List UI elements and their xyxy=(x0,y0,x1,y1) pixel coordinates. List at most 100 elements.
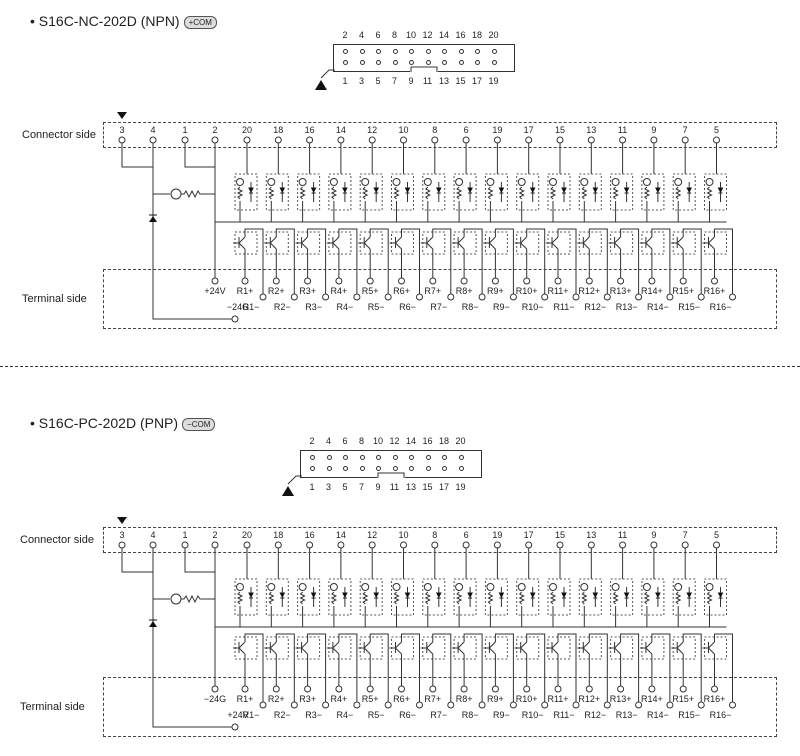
pnp-header-pin-hole xyxy=(326,455,332,460)
pnp-connector-pin-label: 9 xyxy=(651,530,657,540)
pnp-connector-pin-label: 14 xyxy=(335,530,346,540)
pnp-header-pin-hole xyxy=(343,466,348,471)
npn-terminal-plus-label: R1+ xyxy=(236,286,254,296)
npn-header-top-pin-num: 18 xyxy=(471,30,482,40)
pnp-header-top-pin-num: 2 xyxy=(309,436,315,446)
pnp-connector-pin-label: 17 xyxy=(523,530,534,540)
npn-header-pin-hole xyxy=(392,60,398,65)
pnp-header-pin-hole xyxy=(442,455,447,460)
pnp-header-pin-hole xyxy=(409,455,414,460)
npn-terminal-plus-label: R11+ xyxy=(547,286,569,296)
npn-terminal-minus-label: R16− xyxy=(709,302,732,312)
npn-wiring-svg xyxy=(117,65,736,323)
pnp-connector-pin-label: 7 xyxy=(682,530,688,540)
pnp-pin1-marker xyxy=(282,486,294,496)
npn-header-top-pin-num: 20 xyxy=(488,30,499,40)
pnp-connector-pin-label: 20 xyxy=(241,530,253,540)
pnp-terminal-side-box xyxy=(103,677,777,737)
npn-header-pin-hole xyxy=(458,60,464,65)
npn-header-pin-hole xyxy=(343,49,348,54)
npn-header-pin-hole xyxy=(491,60,497,65)
pnp-terminal-com-bottom-label: +24V xyxy=(227,710,249,720)
pnp-terminal-plus-label: R13+ xyxy=(609,694,632,704)
npn-terminal-minus-label: R8− xyxy=(461,302,479,312)
npn-terminal-plus-label: R10+ xyxy=(515,286,538,296)
pnp-connector-pin-label: 8 xyxy=(432,530,438,540)
npn-connector-pin-label: 13 xyxy=(586,125,597,135)
pnp-header-bottom-pin-num: 11 xyxy=(389,482,400,492)
pnp-header-bottom-pin-num: 17 xyxy=(438,482,449,492)
npn-header-pin-hole xyxy=(376,49,381,54)
npn-terminal-minus-label: R12− xyxy=(584,302,607,312)
pnp-terminal-com-top-label: −24G xyxy=(203,694,227,704)
pnp-terminal-plus-label: R8+ xyxy=(455,694,473,704)
npn-terminal-minus-label: R5− xyxy=(367,302,385,312)
npn-header-pin-hole xyxy=(491,49,497,54)
pnp-header-pin-hole xyxy=(442,466,447,471)
npn-header-bottom-pin-num: 1 xyxy=(342,76,348,86)
npn-connector-pin-label: 16 xyxy=(304,125,315,135)
npn-connector-pin-label: 7 xyxy=(682,125,688,135)
pnp-terminal-plus-label: R12+ xyxy=(578,694,601,704)
pnp-terminal-minus-label: R10− xyxy=(521,710,544,720)
npn-header-pin-hole xyxy=(475,60,480,65)
npn-header-bottom-pin-num: 3 xyxy=(358,76,364,86)
npn-terminal-minus-label: R11− xyxy=(553,302,575,312)
pnp-header-top-pin-num: 14 xyxy=(405,436,416,446)
npn-header-bottom-pin-num: 13 xyxy=(438,76,449,86)
npn-connector-pin-label: 10 xyxy=(398,125,409,135)
npn-header-top-pin-num: 12 xyxy=(422,30,433,40)
npn-header-pin-hole xyxy=(409,49,414,54)
npn-connector-pin-label: 1 xyxy=(182,125,188,135)
npn-title: • S16C-NC-202D (NPN)+COM xyxy=(30,13,217,29)
pnp-header-pin-hole xyxy=(425,466,431,471)
npn-header-bottom-pin-num: 7 xyxy=(391,76,397,86)
npn-header-pin-hole xyxy=(425,60,431,65)
npn-header-pin-hole xyxy=(442,49,447,54)
pnp-connector-pin-label: 5 xyxy=(713,530,720,540)
npn-terminal-plus-label: R4+ xyxy=(330,286,348,296)
npn-terminal-minus-label: R14− xyxy=(647,302,669,312)
npn-terminal-minus-label: R4− xyxy=(336,302,354,312)
pnp-terminal-minus-label: R1− xyxy=(242,710,260,720)
pnp-connector-pin-label: 6 xyxy=(463,530,469,540)
pnp-header-top-pin-num: 20 xyxy=(455,436,466,446)
pnp-connector-pin-label: 4 xyxy=(150,530,156,540)
npn-terminal-minus-label: R6− xyxy=(399,302,416,312)
pnp-header-pin-hole xyxy=(425,455,431,460)
npn-header-bottom-pin-num: 11 xyxy=(422,76,433,86)
pnp-terminal-plus-label: R3+ xyxy=(299,694,316,704)
pnp-connector-side-label: Connector side xyxy=(20,534,94,546)
pnp-terminal-minus-label: R3− xyxy=(305,710,322,720)
npn-header-pin-hole xyxy=(458,49,464,54)
pnp-connector-pin-label: 19 xyxy=(492,530,503,540)
npn-terminal-minus-label: R7− xyxy=(430,302,448,312)
pnp-connector-pin-label: 12 xyxy=(367,530,378,540)
npn-connector-pin-label: 3 xyxy=(119,125,125,135)
pnp-terminal-plus-label: R5+ xyxy=(361,694,379,704)
npn-header-pin-hole xyxy=(392,49,398,54)
npn-terminal-side-label: Terminal side xyxy=(22,293,87,305)
npn-terminal-plus-label: R6+ xyxy=(393,286,410,296)
npn-connector-pin-label: 5 xyxy=(713,125,720,135)
npn-header-pin-hole xyxy=(343,60,348,65)
npn-header-pin-hole xyxy=(359,49,365,54)
pnp-terminal-minus-label: R7− xyxy=(430,710,448,720)
pnp-header-pin-hole xyxy=(409,466,414,471)
pnp-terminal-plus-label: R11+ xyxy=(547,694,569,704)
npn-terminal-plus-label: R13+ xyxy=(609,286,632,296)
pnp-terminal-minus-label: R16− xyxy=(709,710,732,720)
pnp-terminal-plus-label: R7+ xyxy=(424,694,442,704)
pnp-header-bottom-pin-num: 5 xyxy=(342,482,348,492)
pnp-header-bottom-pin-num: 19 xyxy=(455,482,466,492)
npn-header-bottom-pin-num: 9 xyxy=(408,76,414,86)
npn-terminal-minus-label: R10− xyxy=(521,302,544,312)
pnp-terminal-plus-label: R1+ xyxy=(236,694,254,704)
pnp-terminal-plus-label: R4+ xyxy=(330,694,348,704)
pnp-header-bottom-pin-num: 3 xyxy=(325,482,331,492)
npn-terminal-com-top-label: +24V xyxy=(204,286,226,296)
pnp-header-pin-hole xyxy=(458,466,464,471)
npn-header-pin-hole xyxy=(442,60,447,65)
npn-terminal-plus-label: R16+ xyxy=(703,286,726,296)
